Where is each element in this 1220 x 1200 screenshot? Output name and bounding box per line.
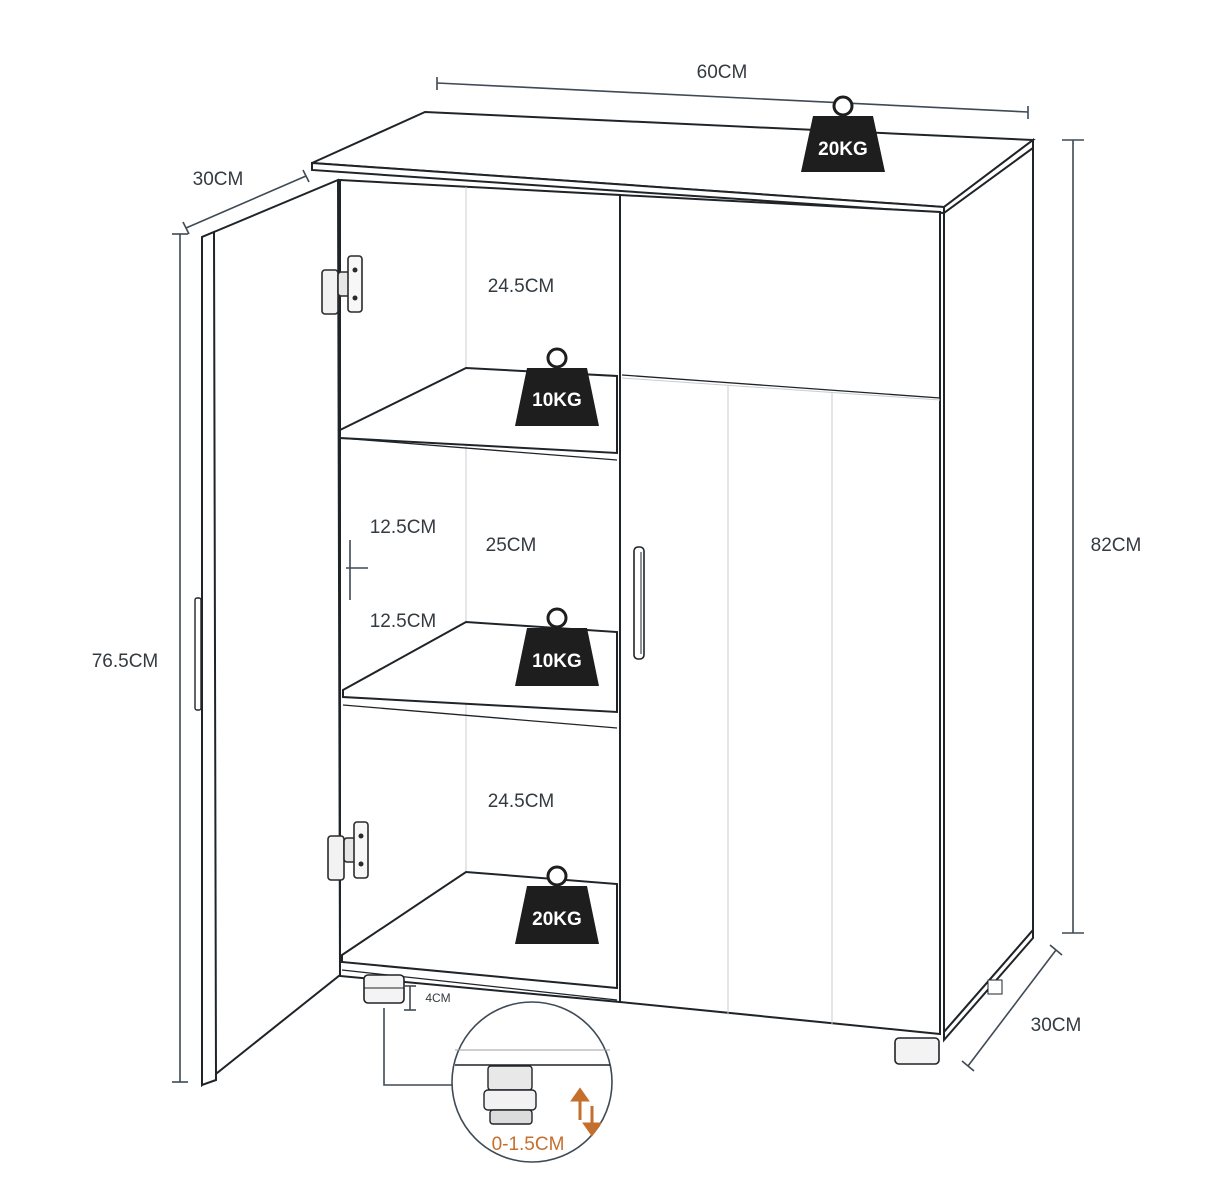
foot-zoom-detail — [451, 1001, 613, 1163]
hinge-icon — [327, 821, 369, 881]
foot-right — [894, 1037, 940, 1065]
up-down-arrows-icon — [570, 1087, 602, 1137]
hinge-icon — [321, 255, 363, 315]
height-door-label: 76.5CM — [92, 651, 159, 672]
half-lower-label: 12.5CM — [370, 611, 437, 632]
half-upper-label: 12.5CM — [370, 517, 437, 538]
foot-adjust-label: 0-1.5CM — [492, 1134, 565, 1155]
right-side-panel — [943, 146, 1034, 1035]
shelf-top-label: 24.5CM — [488, 276, 555, 297]
weight-icon — [515, 865, 599, 944]
weight-icon — [515, 607, 599, 686]
door-handle-icon — [633, 546, 645, 660]
load-shelf-1-label: 10KG — [532, 390, 582, 411]
door-handle-icon — [194, 597, 202, 711]
load-bottom-label: 20KG — [532, 909, 582, 930]
dimension-lines — [172, 77, 1084, 1086]
foot-back — [987, 979, 1003, 995]
height-total-label: 82CM — [1091, 535, 1142, 556]
right-door — [619, 193, 941, 1036]
load-shelf-2-label: 10KG — [532, 651, 582, 672]
shelf-middle-label: 25CM — [486, 535, 537, 556]
depth-top-label: 30CM — [193, 169, 244, 190]
depth-bottom-label: 30CM — [1031, 1015, 1082, 1036]
left-door — [194, 178, 342, 1088]
cabinet-interior — [339, 178, 621, 1004]
load-top-label: 20KG — [818, 139, 868, 160]
weight-icon — [515, 347, 599, 426]
foot-left — [363, 974, 405, 1004]
foot-height-label: 4CM — [425, 991, 450, 1005]
shelf-bottom-label: 24.5CM — [488, 791, 555, 812]
weight-icon — [801, 95, 885, 172]
width-top-label: 60CM — [697, 62, 748, 83]
